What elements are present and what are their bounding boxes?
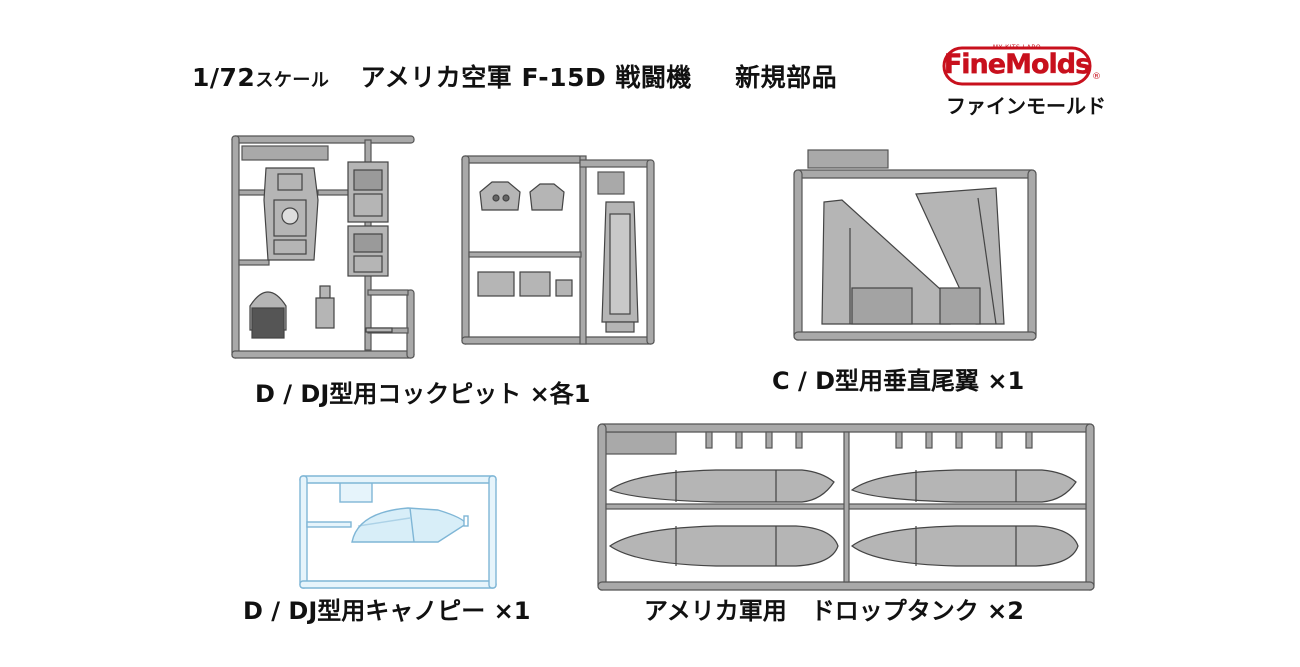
- drop-tank-part: [608, 469, 1079, 567]
- cockpit-seat-part: [347, 161, 389, 277]
- vertical-tail-left: [821, 199, 951, 325]
- logo-brand-en: FineMolds: [943, 48, 1092, 80]
- page-title: 1/72スケール アメリカ空軍 F-15D 戦闘機 新規部品: [192, 58, 837, 94]
- logo-badge-shape: [942, 46, 1092, 86]
- vertical-tail-right: [915, 187, 1005, 325]
- cockpit-sprue-b: [461, 155, 655, 345]
- vertical-tail-caption: C / D型用垂直尾翼 ×1: [772, 367, 1025, 395]
- drop-tank-caption: アメリカ軍用 ドロップタンク ×2: [644, 597, 1024, 625]
- cockpit-coaming-part: [249, 291, 287, 339]
- logo-brand-jp: ファインモールド: [946, 94, 1106, 118]
- canopy-part: [351, 507, 469, 543]
- canopy-caption: D / DJ型用キャノピー ×1: [243, 597, 531, 625]
- logo-small-text: MY KITS LABO: [992, 44, 1042, 51]
- cockpit-tub-part: [263, 167, 319, 261]
- logo-registered-mark: ®: [1092, 72, 1101, 82]
- instrument-panel-parts: [477, 181, 573, 297]
- drop-tank-sprue: [597, 423, 1095, 591]
- nose-gear-well-part: [601, 201, 639, 333]
- model-name: アメリカ空軍 F-15D 戦闘機: [360, 63, 692, 92]
- small-parts: [315, 285, 393, 333]
- new-parts-label: 新規部品: [735, 63, 838, 92]
- cockpit-caption: D / DJ型用コックピット ×各1: [255, 380, 591, 408]
- finemolds-logo: MY KITS LABO FineMolds ® ファインモールド: [942, 42, 1107, 124]
- vertical-tail-sprue: [793, 149, 1037, 341]
- cockpit-sprue-a: [231, 135, 415, 359]
- scale-label: 1/72スケール: [192, 63, 330, 92]
- canopy-sprue: [299, 475, 497, 589]
